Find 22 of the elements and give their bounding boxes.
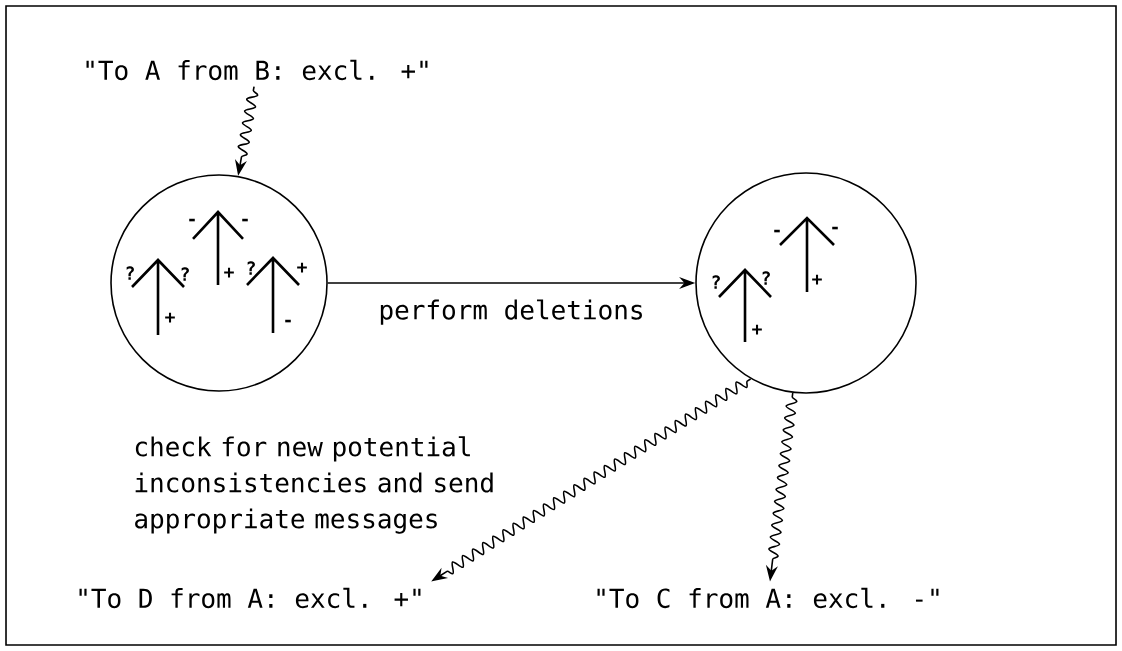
sign-mark: ?	[712, 275, 720, 289]
sign-mark: -	[832, 226, 838, 230]
sign-mark: +	[224, 267, 234, 278]
sign-mark: +	[297, 262, 307, 273]
message-text: "To A from B: excl. +"	[86, 59, 428, 81]
edge-label: perform deletions	[374, 295, 649, 329]
sign-mark: +	[165, 312, 175, 323]
sign-mark: -	[285, 319, 291, 323]
message-text: "To D from A: excl. +"	[79, 587, 421, 609]
note-text: check for new potential inconsistencies and send appropriate messages	[135, 436, 493, 534]
sign-mark: +	[812, 274, 822, 285]
sign-mark: -	[189, 218, 195, 222]
sign-mark: -	[774, 229, 780, 233]
message-text: "To C from A: excl. -"	[597, 587, 939, 609]
sign-mark: ?	[181, 267, 189, 281]
sign-mark: ?	[247, 261, 255, 275]
sign-mark: ?	[126, 266, 134, 280]
sign-mark: -	[242, 218, 248, 222]
sign-mark: ?	[762, 271, 770, 285]
sign-mark: +	[752, 324, 762, 335]
node-circle	[695, 172, 917, 394]
node-circle	[110, 174, 328, 392]
